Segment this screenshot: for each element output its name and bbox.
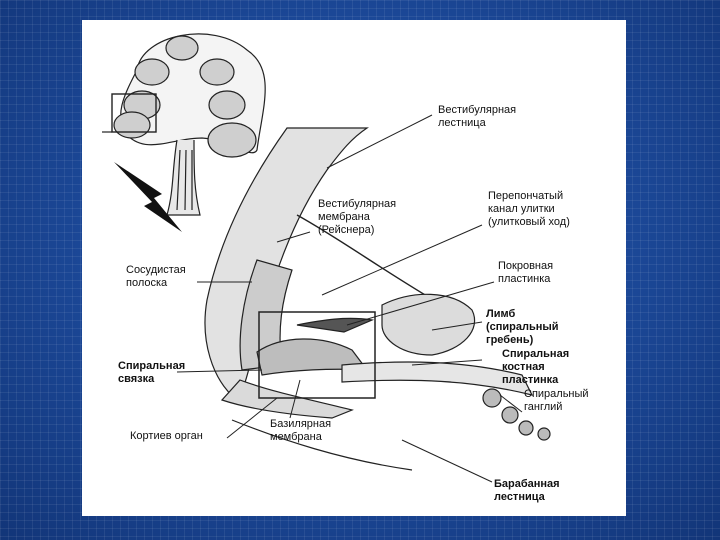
label-reissner-membrane: Вестибулярная мембрана (Рейснера) [318, 198, 397, 236]
zoom-arrow [114, 162, 182, 232]
label-limbus: Лимб (спиральный гребень) [486, 308, 559, 346]
leader-lines [176, 114, 523, 483]
cochlear-cross-section [176, 114, 551, 483]
label-osseous-lamina: Спиральная костная пластинка [502, 348, 570, 386]
cochlea-overview [102, 33, 266, 216]
cochlea-illustration [102, 33, 551, 483]
label-scala-tympani: Барабанная лестница [494, 478, 560, 503]
label-organ-of-corti: Кортиев орган [130, 430, 203, 442]
label-cochlear-duct: Перепончатый канал улитки (улитковый ход… [488, 190, 570, 228]
label-spiral-ligament: Спиральная связка [118, 360, 186, 385]
label-spiral-ganglion: Спиральный ганглий [524, 388, 589, 413]
label-stria-vascularis: Сосудистая полоска [126, 264, 186, 289]
diagram-panel: Вестибулярная лестница Перепончатый кана… [82, 20, 626, 516]
label-basilar-membrane: Базилярная мембрана [270, 418, 332, 443]
label-scala-vestibuli: Вестибулярная лестница [438, 104, 517, 129]
label-tectorial-membrane: Покровная пластинка [498, 260, 554, 285]
